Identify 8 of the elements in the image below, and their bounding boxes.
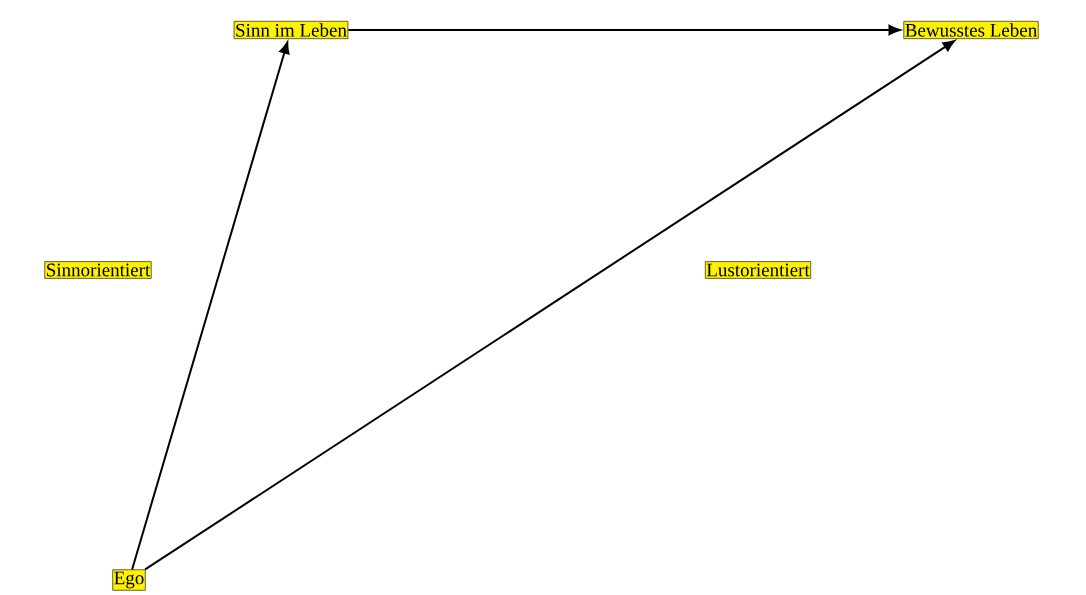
arrow [131,41,290,571]
arrow [144,40,955,571]
label-box: Sinnorientiert [44,261,152,279]
label-box: Ego [112,569,146,591]
label-box: Lustorientiert [705,261,811,279]
label-box: Bewusstes Leben [903,21,1039,39]
arrow [347,24,901,36]
label-box: Sinn im Leben [233,21,349,39]
